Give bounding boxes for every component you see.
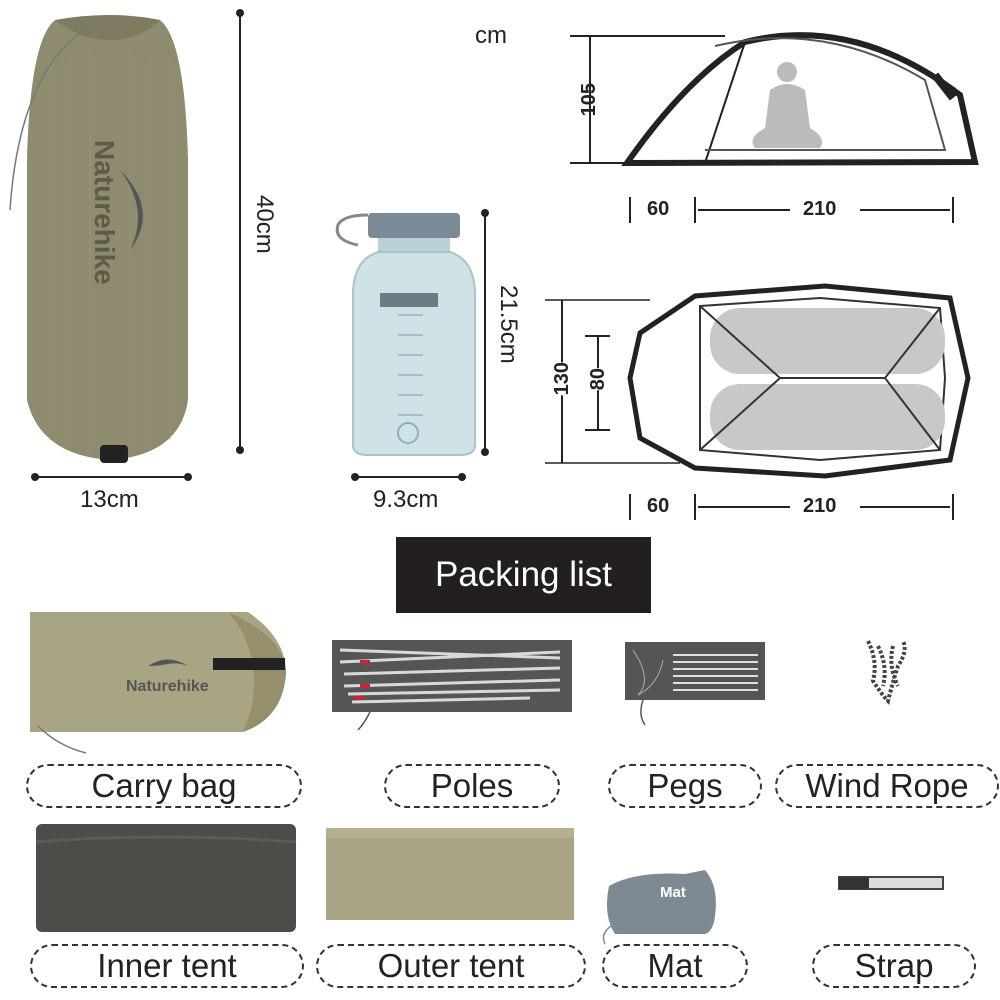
wind-rope-image: [866, 640, 907, 705]
tent-side-height-label: 105: [578, 83, 600, 117]
carry-bag-label: Carry bag: [26, 764, 302, 808]
tent-side-vestibule-label: 60: [647, 198, 670, 220]
water-bottle-illustration: [335, 213, 476, 456]
bag-width-label: 13cm: [80, 486, 139, 513]
carry-bag-brand: Naturehike: [126, 678, 209, 695]
outer-tent-image: [326, 828, 574, 920]
bottle-height-label: 21.5cm: [495, 285, 522, 364]
inner-tent-image: [35, 824, 297, 932]
stuff-sack-brand: Naturehike: [89, 140, 120, 285]
unit-label: cm: [475, 22, 507, 49]
outer-tent-label: Outer tent: [316, 944, 586, 988]
bag-width-dimension-line: [31, 473, 192, 481]
mat-bag-text: Mat: [660, 884, 686, 901]
strap-image: [838, 876, 944, 890]
pegs-image: [625, 642, 765, 726]
tent-side-view-diagram: [570, 32, 979, 167]
tent-top-length-label: 210: [803, 495, 837, 517]
packing-list-title: Packing list: [396, 537, 651, 613]
bottle-height-dimension-line: [481, 209, 489, 456]
bag-height-label: 40cm: [251, 195, 278, 254]
tent-top-inner-width-label: 80: [587, 368, 610, 391]
bottle-width-dimension-line: [351, 473, 466, 481]
mat-bag-image: [602, 870, 716, 945]
tent-side-length-dimension: [629, 197, 954, 223]
poles-label: Poles: [384, 764, 560, 808]
inner-tent-label: Inner tent: [30, 944, 304, 988]
carry-bag-image: [30, 612, 286, 754]
strap-label: Strap: [812, 944, 976, 988]
stuff-sack-illustration: [9, 15, 188, 463]
bottle-width-label: 9.3cm: [373, 486, 439, 513]
bag-height-dimension-line: [236, 9, 244, 454]
pegs-label: Pegs: [608, 764, 762, 808]
tent-top-view-diagram: [545, 283, 971, 479]
poles-image: [332, 640, 572, 731]
tent-top-vestibule-label: 60: [647, 495, 670, 517]
mat-label: Mat: [602, 944, 748, 988]
tent-side-length-label: 210: [803, 198, 837, 220]
tent-top-width-label: 130: [551, 362, 574, 396]
wind-rope-label: Wind Rope: [775, 764, 999, 808]
tent-top-length-dimension: [629, 494, 954, 520]
